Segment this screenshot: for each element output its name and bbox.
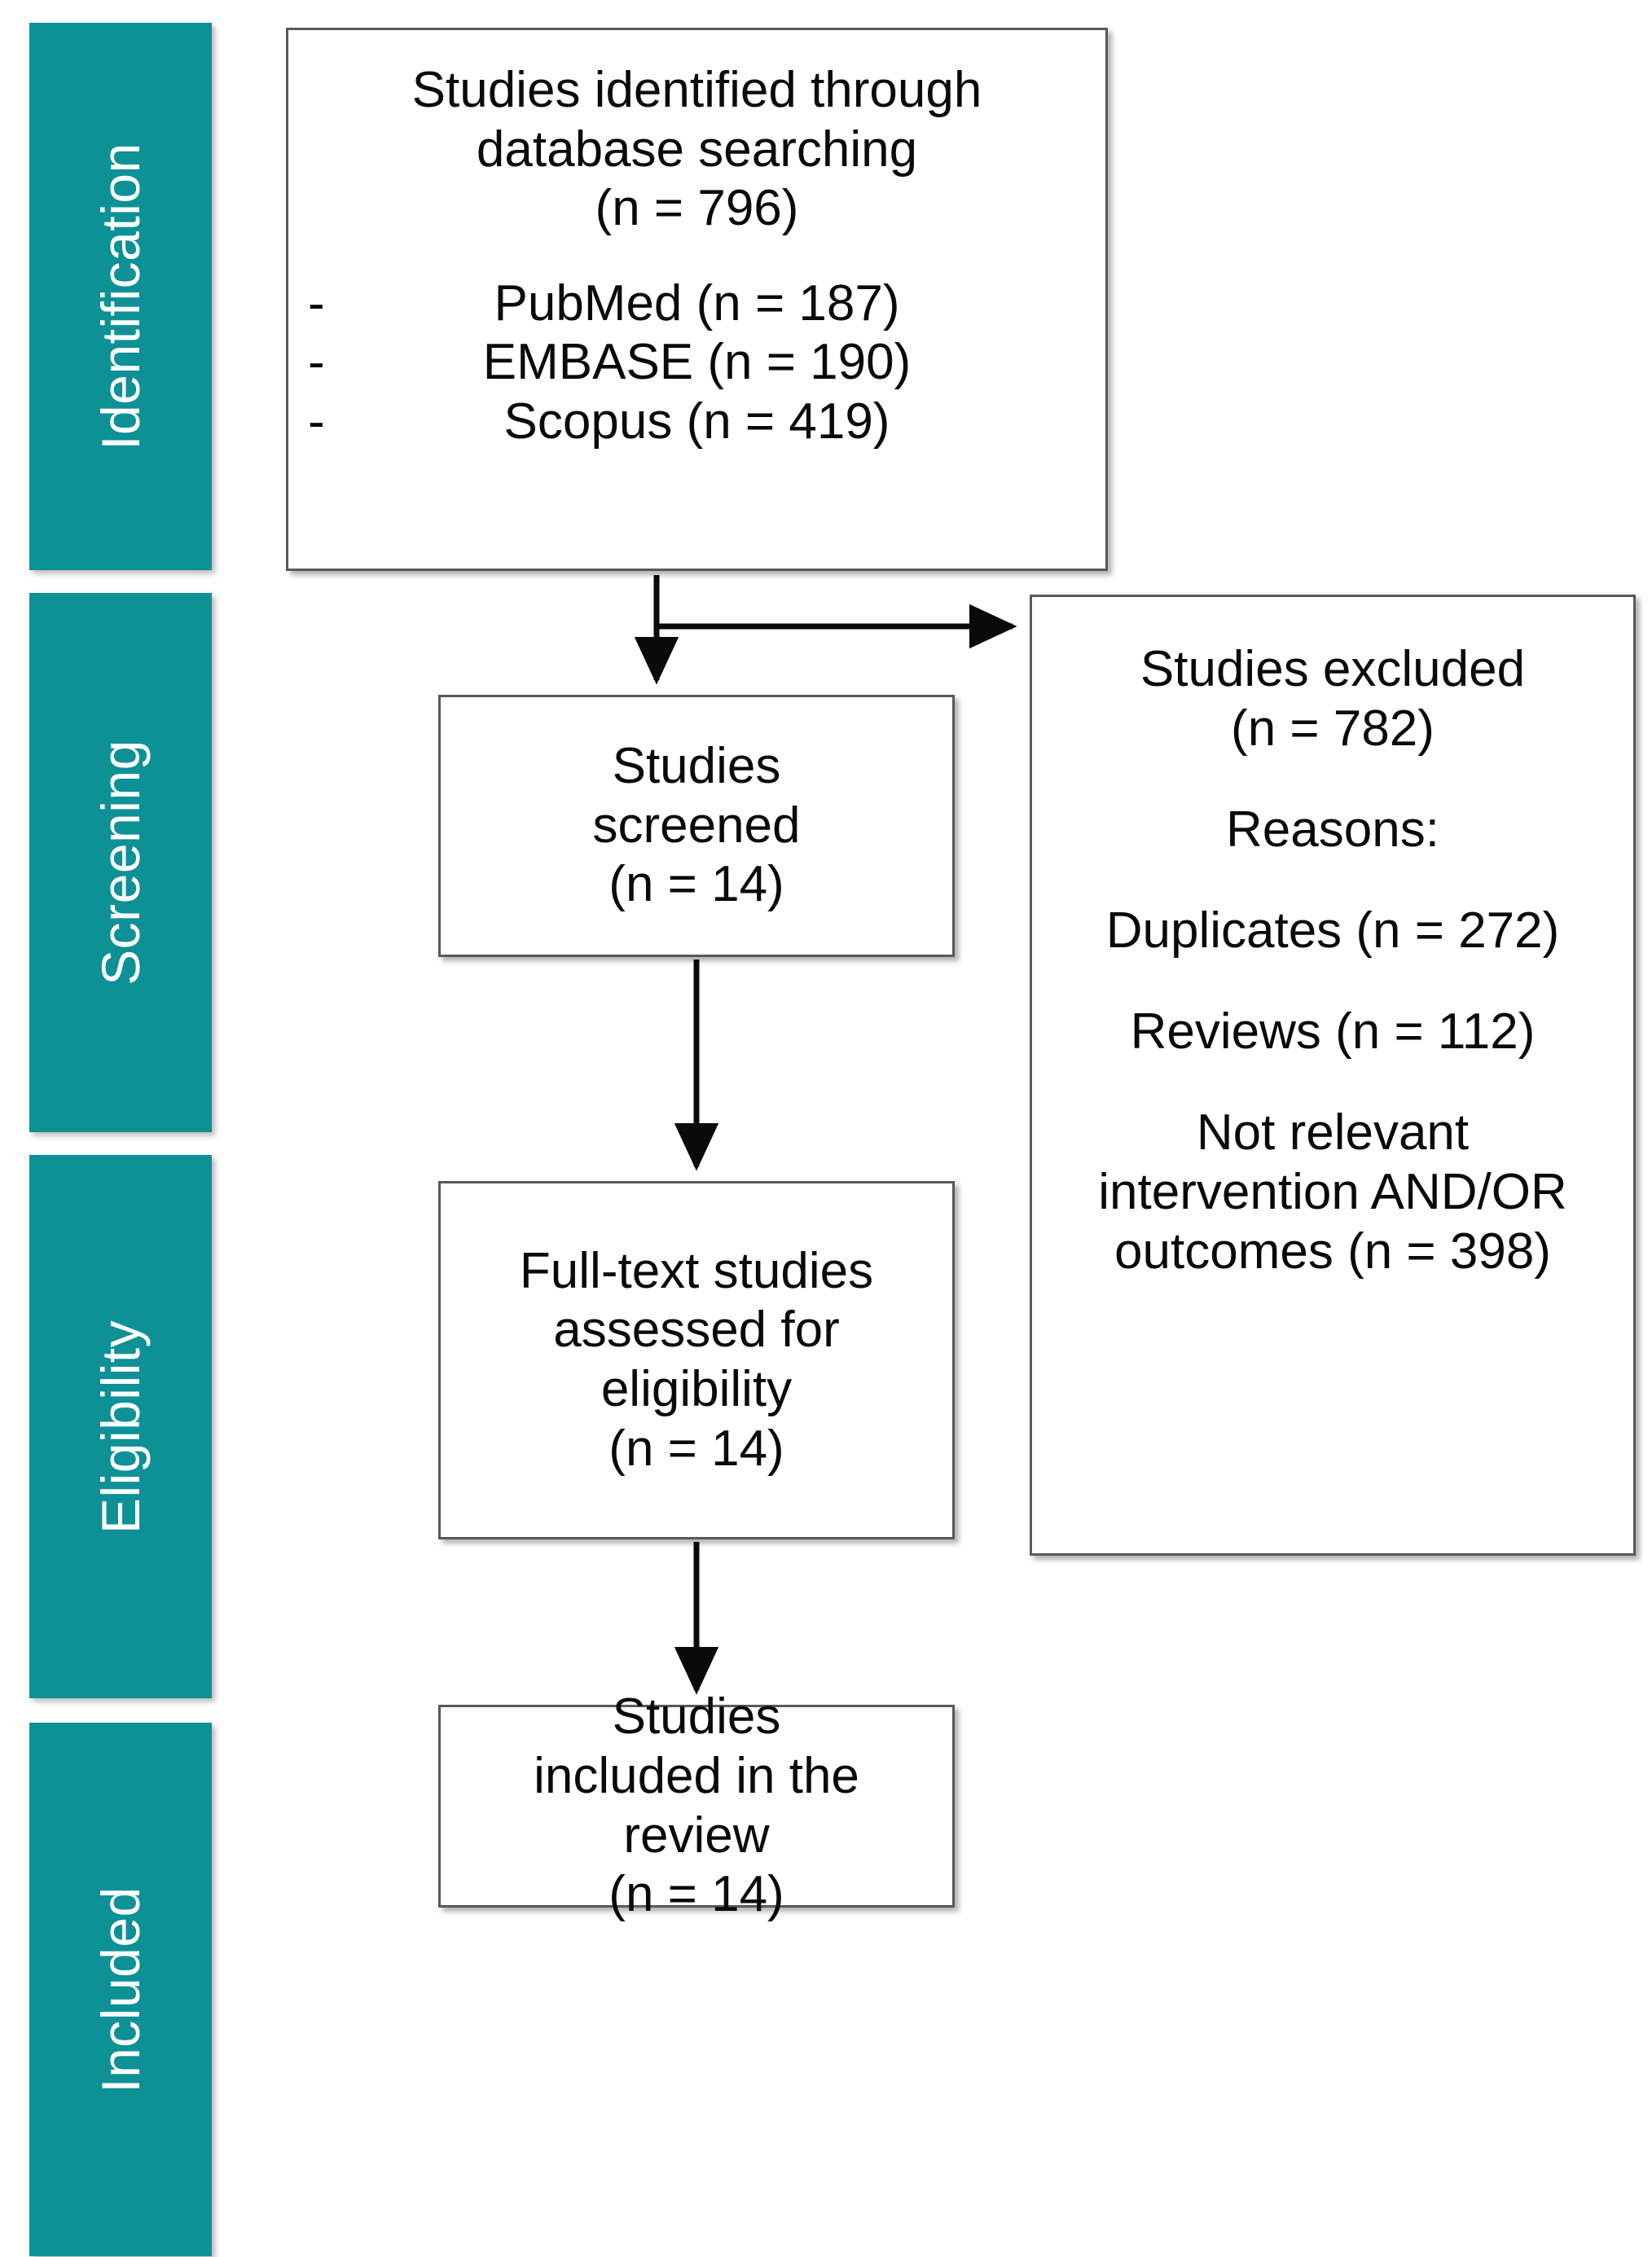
screened-line-1: Studies — [612, 738, 781, 795]
included-line-2: included in the — [534, 1747, 859, 1804]
eligibility-line-2: assessed for — [553, 1302, 840, 1359]
database-pubmed-count: PubMed (n = 187) — [494, 274, 900, 332]
box-studies-excluded: Studies excluded (n = 782) Reasons: Dupl… — [1030, 595, 1636, 1556]
screened-line-2: screened — [592, 797, 801, 854]
database-embase-count: EMBASE (n = 190) — [482, 334, 912, 391]
database-list-item: - Scopus (n = 419) — [288, 393, 1105, 452]
database-list-item: - PubMed (n = 187) — [288, 274, 1105, 334]
excluded-reason-duplicates: Duplicates (n = 272) — [1105, 902, 1560, 959]
excluded-reasons-heading: Reasons: — [1226, 801, 1439, 858]
database-list-item: - EMBASE (n = 190) — [288, 333, 1105, 393]
stage-label-included: Included — [90, 1886, 151, 2093]
included-count: (n = 14) — [609, 1866, 784, 1923]
identified-line-3: (n = 796) — [595, 180, 799, 237]
stage-label-eligibility: Eligibility — [90, 1320, 151, 1534]
box-full-text-eligibility: Full-text studies assessed for eligibili… — [438, 1181, 955, 1539]
box-studies-screened: Studies screened (n = 14) — [438, 695, 955, 957]
included-line-3: review — [623, 1807, 770, 1864]
bullet-dash-icon: - — [308, 393, 325, 450]
screened-count: (n = 14) — [609, 856, 784, 913]
eligibility-count: (n = 14) — [609, 1420, 784, 1477]
excluded-count: (n = 782) — [1231, 700, 1435, 757]
stage-bar-eligibility: Eligibility — [29, 1155, 212, 1698]
excluded-line-1: Studies excluded — [1140, 641, 1526, 697]
box-studies-identified: Studies identified through database sear… — [286, 28, 1108, 571]
stage-label-screening: Screening — [90, 740, 152, 986]
box-studies-included: Studies included in the review (n = 14) — [438, 1688, 955, 1922]
eligibility-line-1: Full-text studies — [519, 1242, 874, 1299]
stage-label-identification: Identification — [90, 143, 152, 450]
bullet-dash-icon: - — [308, 274, 325, 332]
identified-line-2: database searching — [476, 121, 918, 178]
stage-bar-identification: Identification — [29, 23, 212, 570]
stage-bar-included: Included — [29, 1723, 212, 2256]
eligibility-line-3: eligibility — [600, 1361, 793, 1417]
stage-bar-screening: Screening — [29, 593, 212, 1132]
bullet-dash-icon: - — [308, 334, 325, 391]
excluded-reason-reviews: Reviews (n = 112) — [1130, 1003, 1536, 1060]
included-line-1: Studies — [612, 1688, 781, 1745]
identified-line-1: Studies identified through — [411, 62, 982, 118]
database-scopus-count: Scopus (n = 419) — [503, 393, 890, 450]
database-breakdown-list: - PubMed (n = 187) - EMBASE (n = 190) - … — [288, 274, 1105, 452]
excluded-reason-notrelevant-line-2: intervention AND/OR — [1098, 1164, 1567, 1221]
excluded-reason-notrelevant-line-1: Not relevant — [1196, 1104, 1470, 1161]
excluded-reason-notrelevant-line-3: outcomes (n = 398) — [1114, 1223, 1551, 1280]
